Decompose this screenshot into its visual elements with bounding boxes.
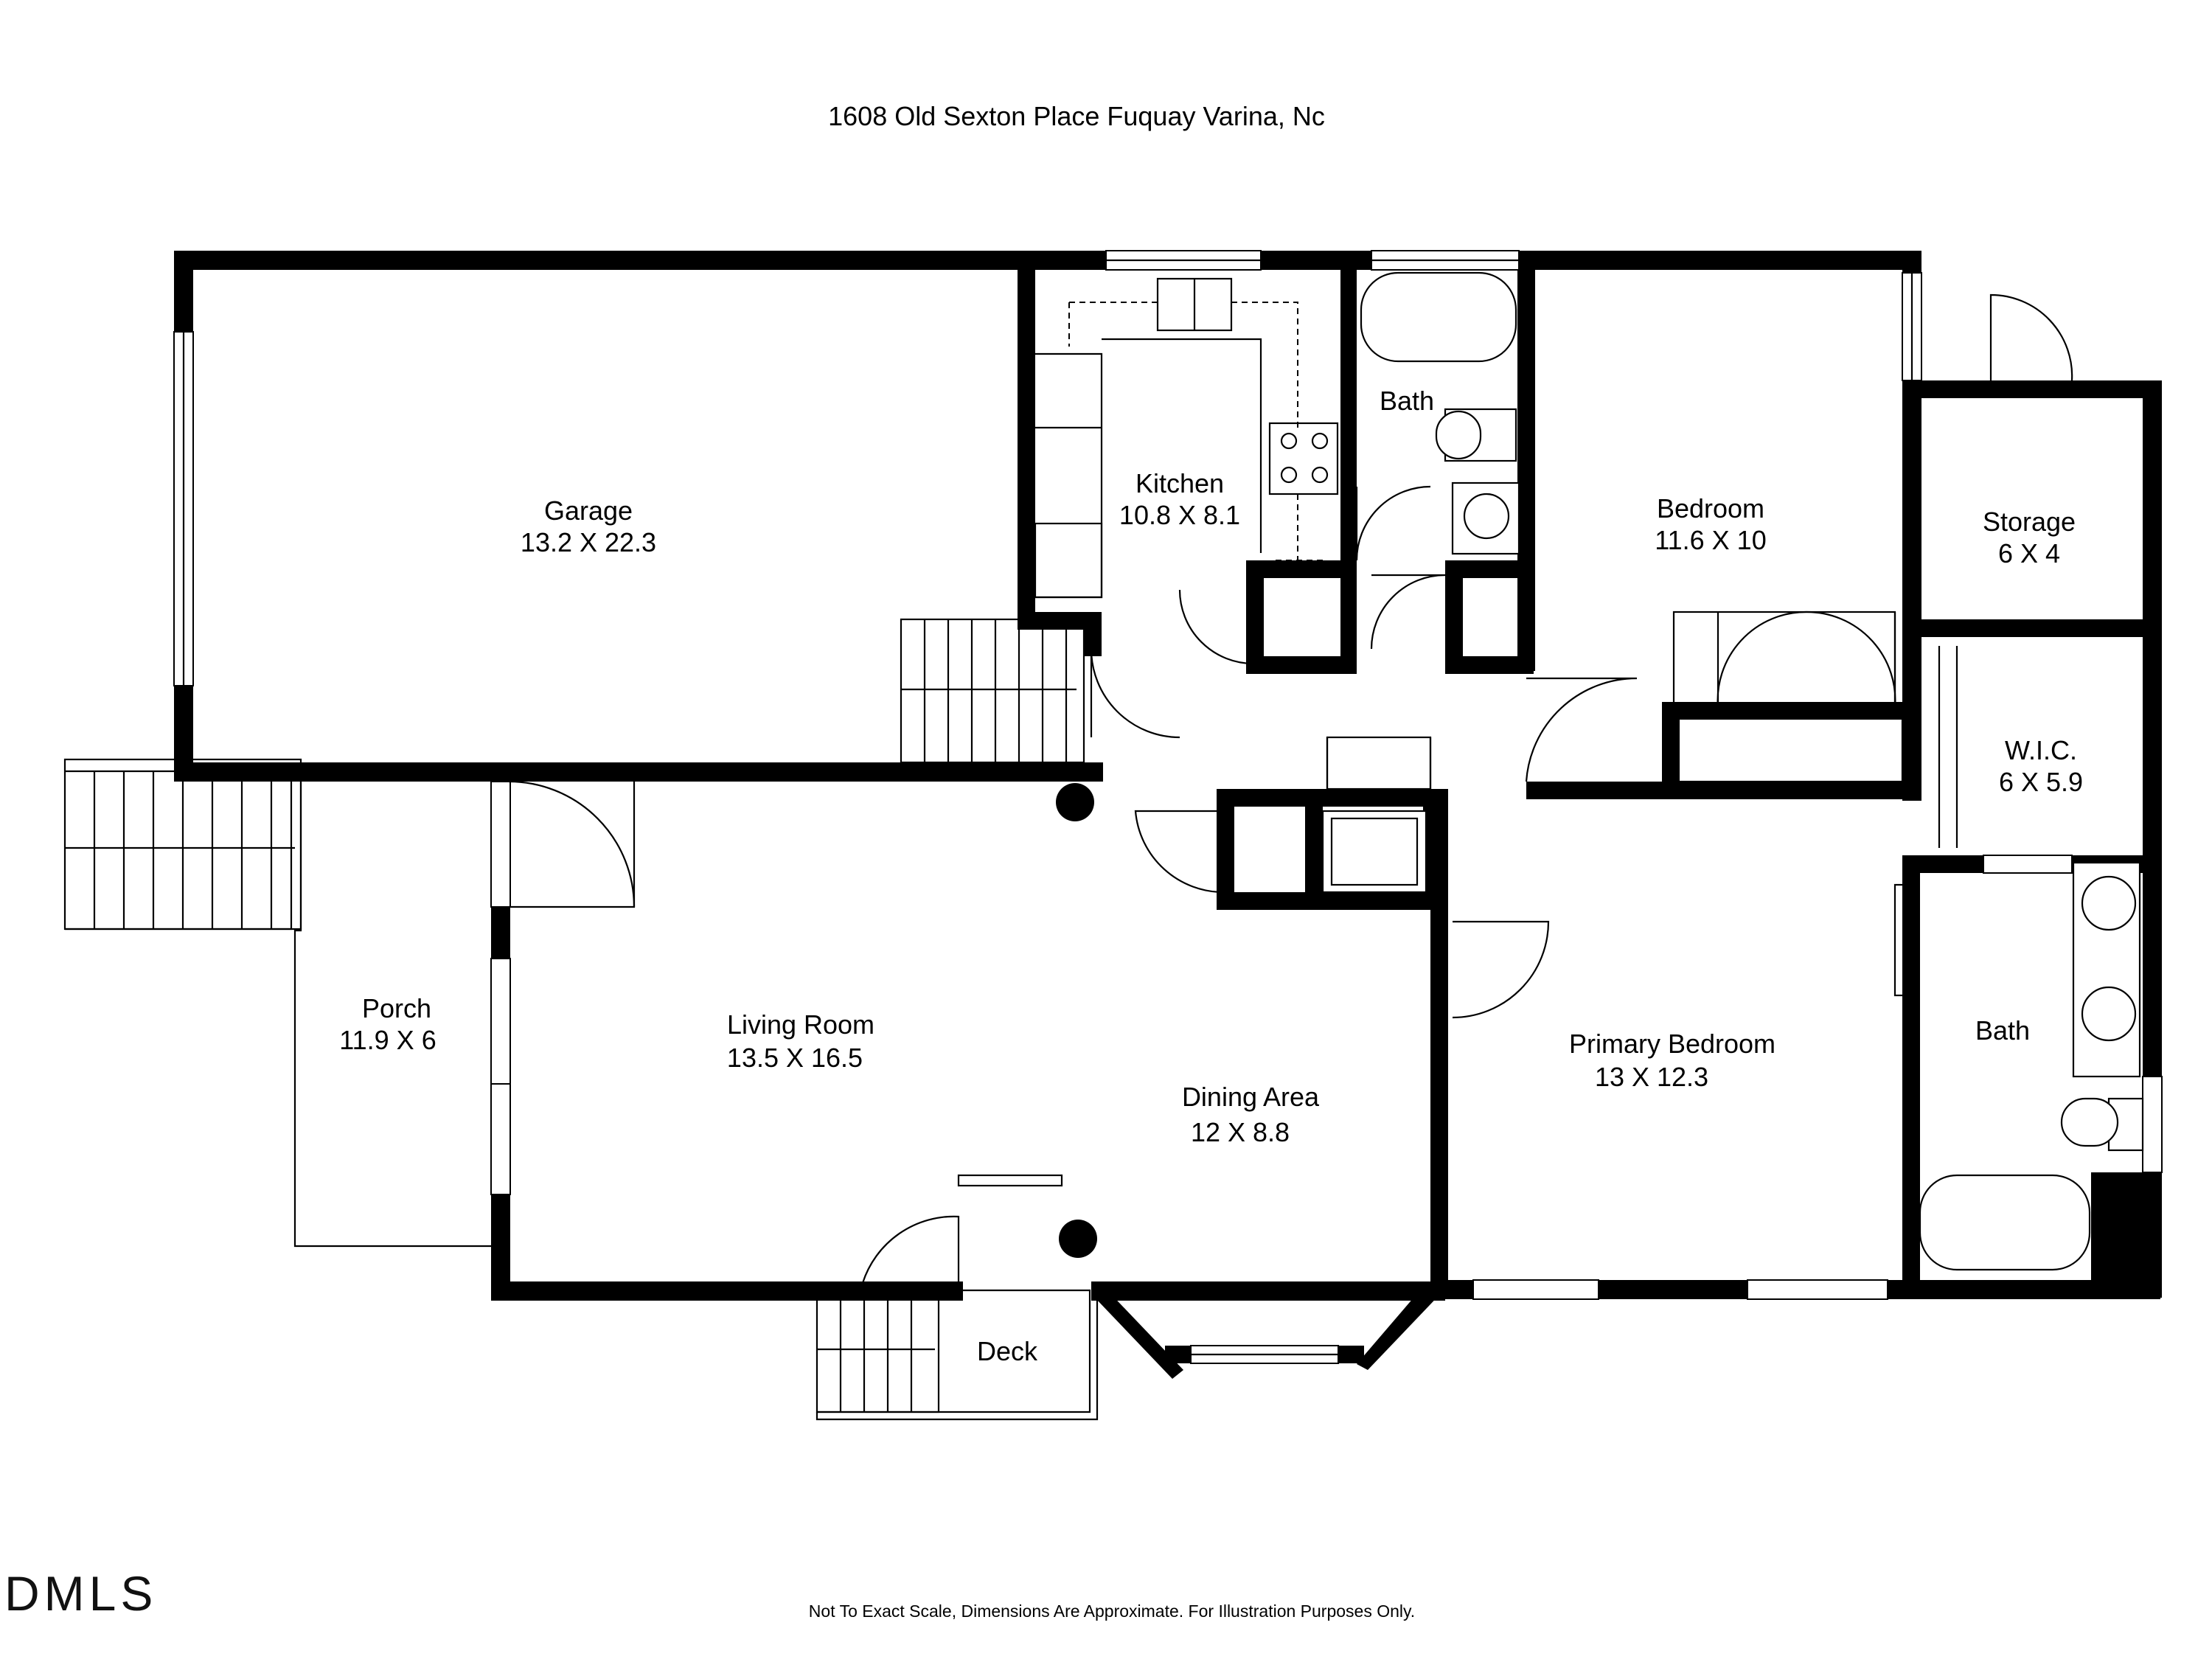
living-room-label: Living Room <box>727 1009 874 1040</box>
kitchen-label: Kitchen <box>1135 468 1224 498</box>
living-room-dims: 13.5 X 16.5 <box>727 1043 863 1073</box>
bedroom-label: Bedroom <box>1657 493 1764 524</box>
wic-dims: 6 X 5.9 <box>1999 767 2083 797</box>
hall-bath-label: Bath <box>1380 386 1434 416</box>
storage-dims: 6 X 4 <box>1998 538 2060 568</box>
dining-area-dims: 12 X 8.8 <box>1191 1117 1290 1147</box>
primary-bedroom-dims: 13 X 12.3 <box>1595 1062 1708 1092</box>
outdoor-outlines <box>65 771 1099 1421</box>
primary-bath-label: Bath <box>1975 1015 2030 1046</box>
deck-label: Deck <box>977 1336 1038 1366</box>
bedroom-dims: 11.6 X 10 <box>1655 525 1766 555</box>
fixtures <box>1034 271 2144 1271</box>
porch-label: Porch <box>362 993 431 1023</box>
dining-area-label: Dining Area <box>1182 1082 1320 1112</box>
primary-bedroom-label: Primary Bedroom <box>1569 1029 1775 1059</box>
garage-label: Garage <box>544 495 633 526</box>
disclaimer-note: Not To Exact Scale, Dimensions Are Appro… <box>809 1601 1415 1621</box>
garage-dims: 13.2 X 22.3 <box>521 527 656 557</box>
kitchen-dims: 10.8 X 8.1 <box>1119 500 1240 530</box>
walls <box>174 251 2162 1379</box>
wic-label: W.I.C. <box>2005 735 2077 765</box>
storage-label: Storage <box>1983 507 2076 537</box>
mls-logo: DMLS <box>4 1566 157 1621</box>
windows <box>173 250 2163 1364</box>
porch-dims: 11.9 X 6 <box>339 1025 436 1055</box>
room-labels: Garage 13.2 X 22.3 Kitchen 10.8 X 8.1 Ba… <box>339 386 2083 1366</box>
plan-title: 1608 Old Sexton Place Fuquay Varina, Nc <box>828 101 1325 131</box>
